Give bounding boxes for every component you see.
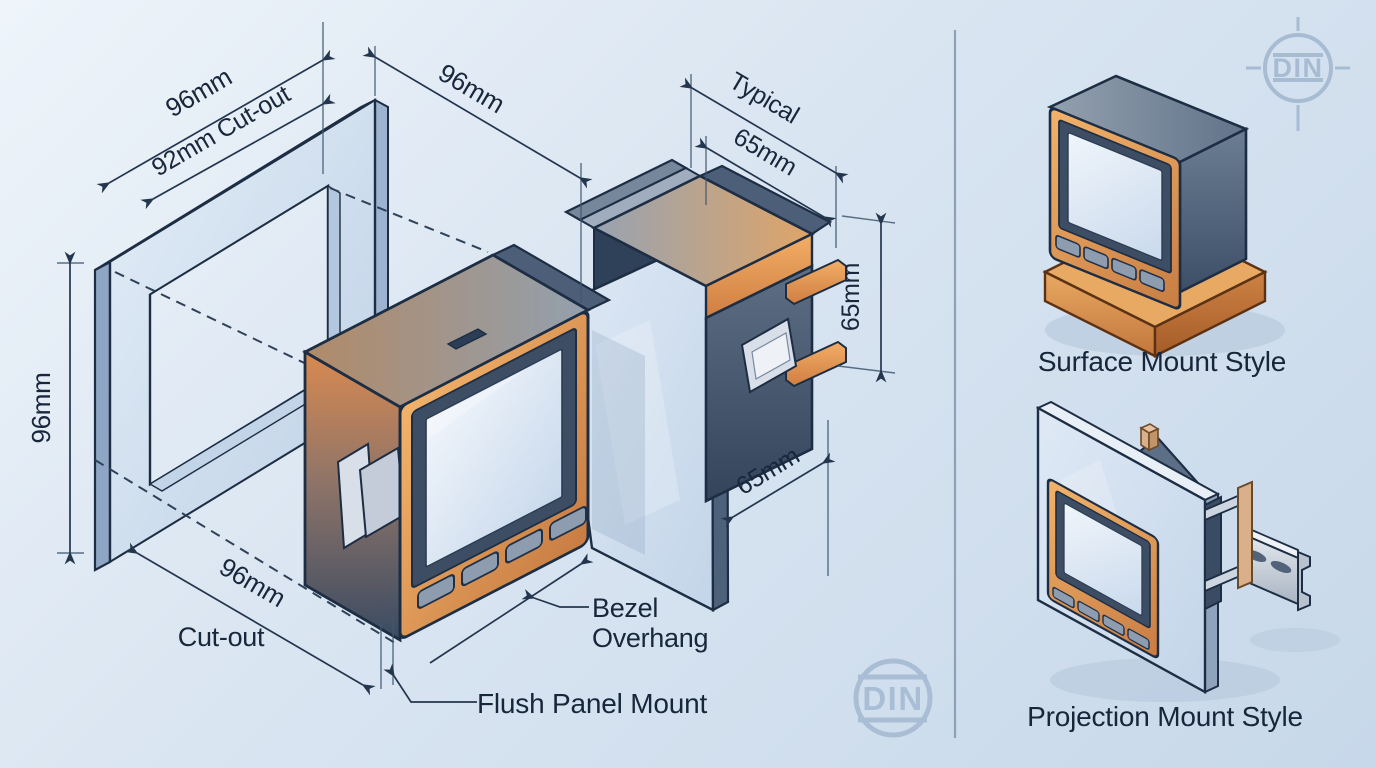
label-bezel-overhang-1: Bezel — [592, 593, 658, 623]
dim-panel-height: 96mm — [26, 372, 56, 443]
svg-text:DIN: DIN — [862, 680, 923, 717]
dim-cutout-bottom: 96mm — [214, 551, 290, 613]
surface-meter-buttons — [1055, 235, 1165, 292]
label-bezel-overhang-2: Overhang — [592, 623, 708, 653]
flush-panel-mount-drawing: 96mm 92mm Cut-out 96mm Typical 65mm 65mm… — [26, 22, 933, 738]
meter-screen — [425, 348, 563, 568]
dim-typical: Typical — [724, 67, 803, 130]
meter-bezel — [398, 310, 590, 639]
surface-mount-illustration — [1042, 74, 1285, 358]
dim-meter-width: 96mm — [433, 57, 509, 119]
label-cutout: Cut-out — [178, 622, 265, 652]
meter-buttons — [417, 505, 587, 609]
rear-panel-and-meter — [558, 158, 847, 612]
mount-styles-panel: DIN Surface Mount Style — [1027, 17, 1350, 732]
din-logo-badge: DIN — [1246, 17, 1350, 131]
svg-text:DIN: DIN — [1273, 53, 1324, 83]
label-flush-panel-mount: Flush Panel Mount — [477, 688, 707, 719]
surface-mount-caption: Surface Mount Style — [1038, 346, 1286, 377]
mount-clip-top — [785, 258, 847, 306]
projection-mount-illustration — [1035, 400, 1340, 702]
projection-meter-buttons — [1052, 586, 1150, 650]
dimension-lines — [57, 22, 896, 703]
flush-mount-meter — [302, 243, 612, 643]
mount-clip-bottom — [785, 340, 847, 388]
projection-mount-caption: Projection Mount Style — [1027, 701, 1303, 732]
annotation-labels: Bezel Overhang Flush Panel Mount — [477, 593, 708, 719]
dim-height-side: 65mm — [837, 263, 865, 331]
din-logo-watermark: DIN — [853, 658, 933, 738]
